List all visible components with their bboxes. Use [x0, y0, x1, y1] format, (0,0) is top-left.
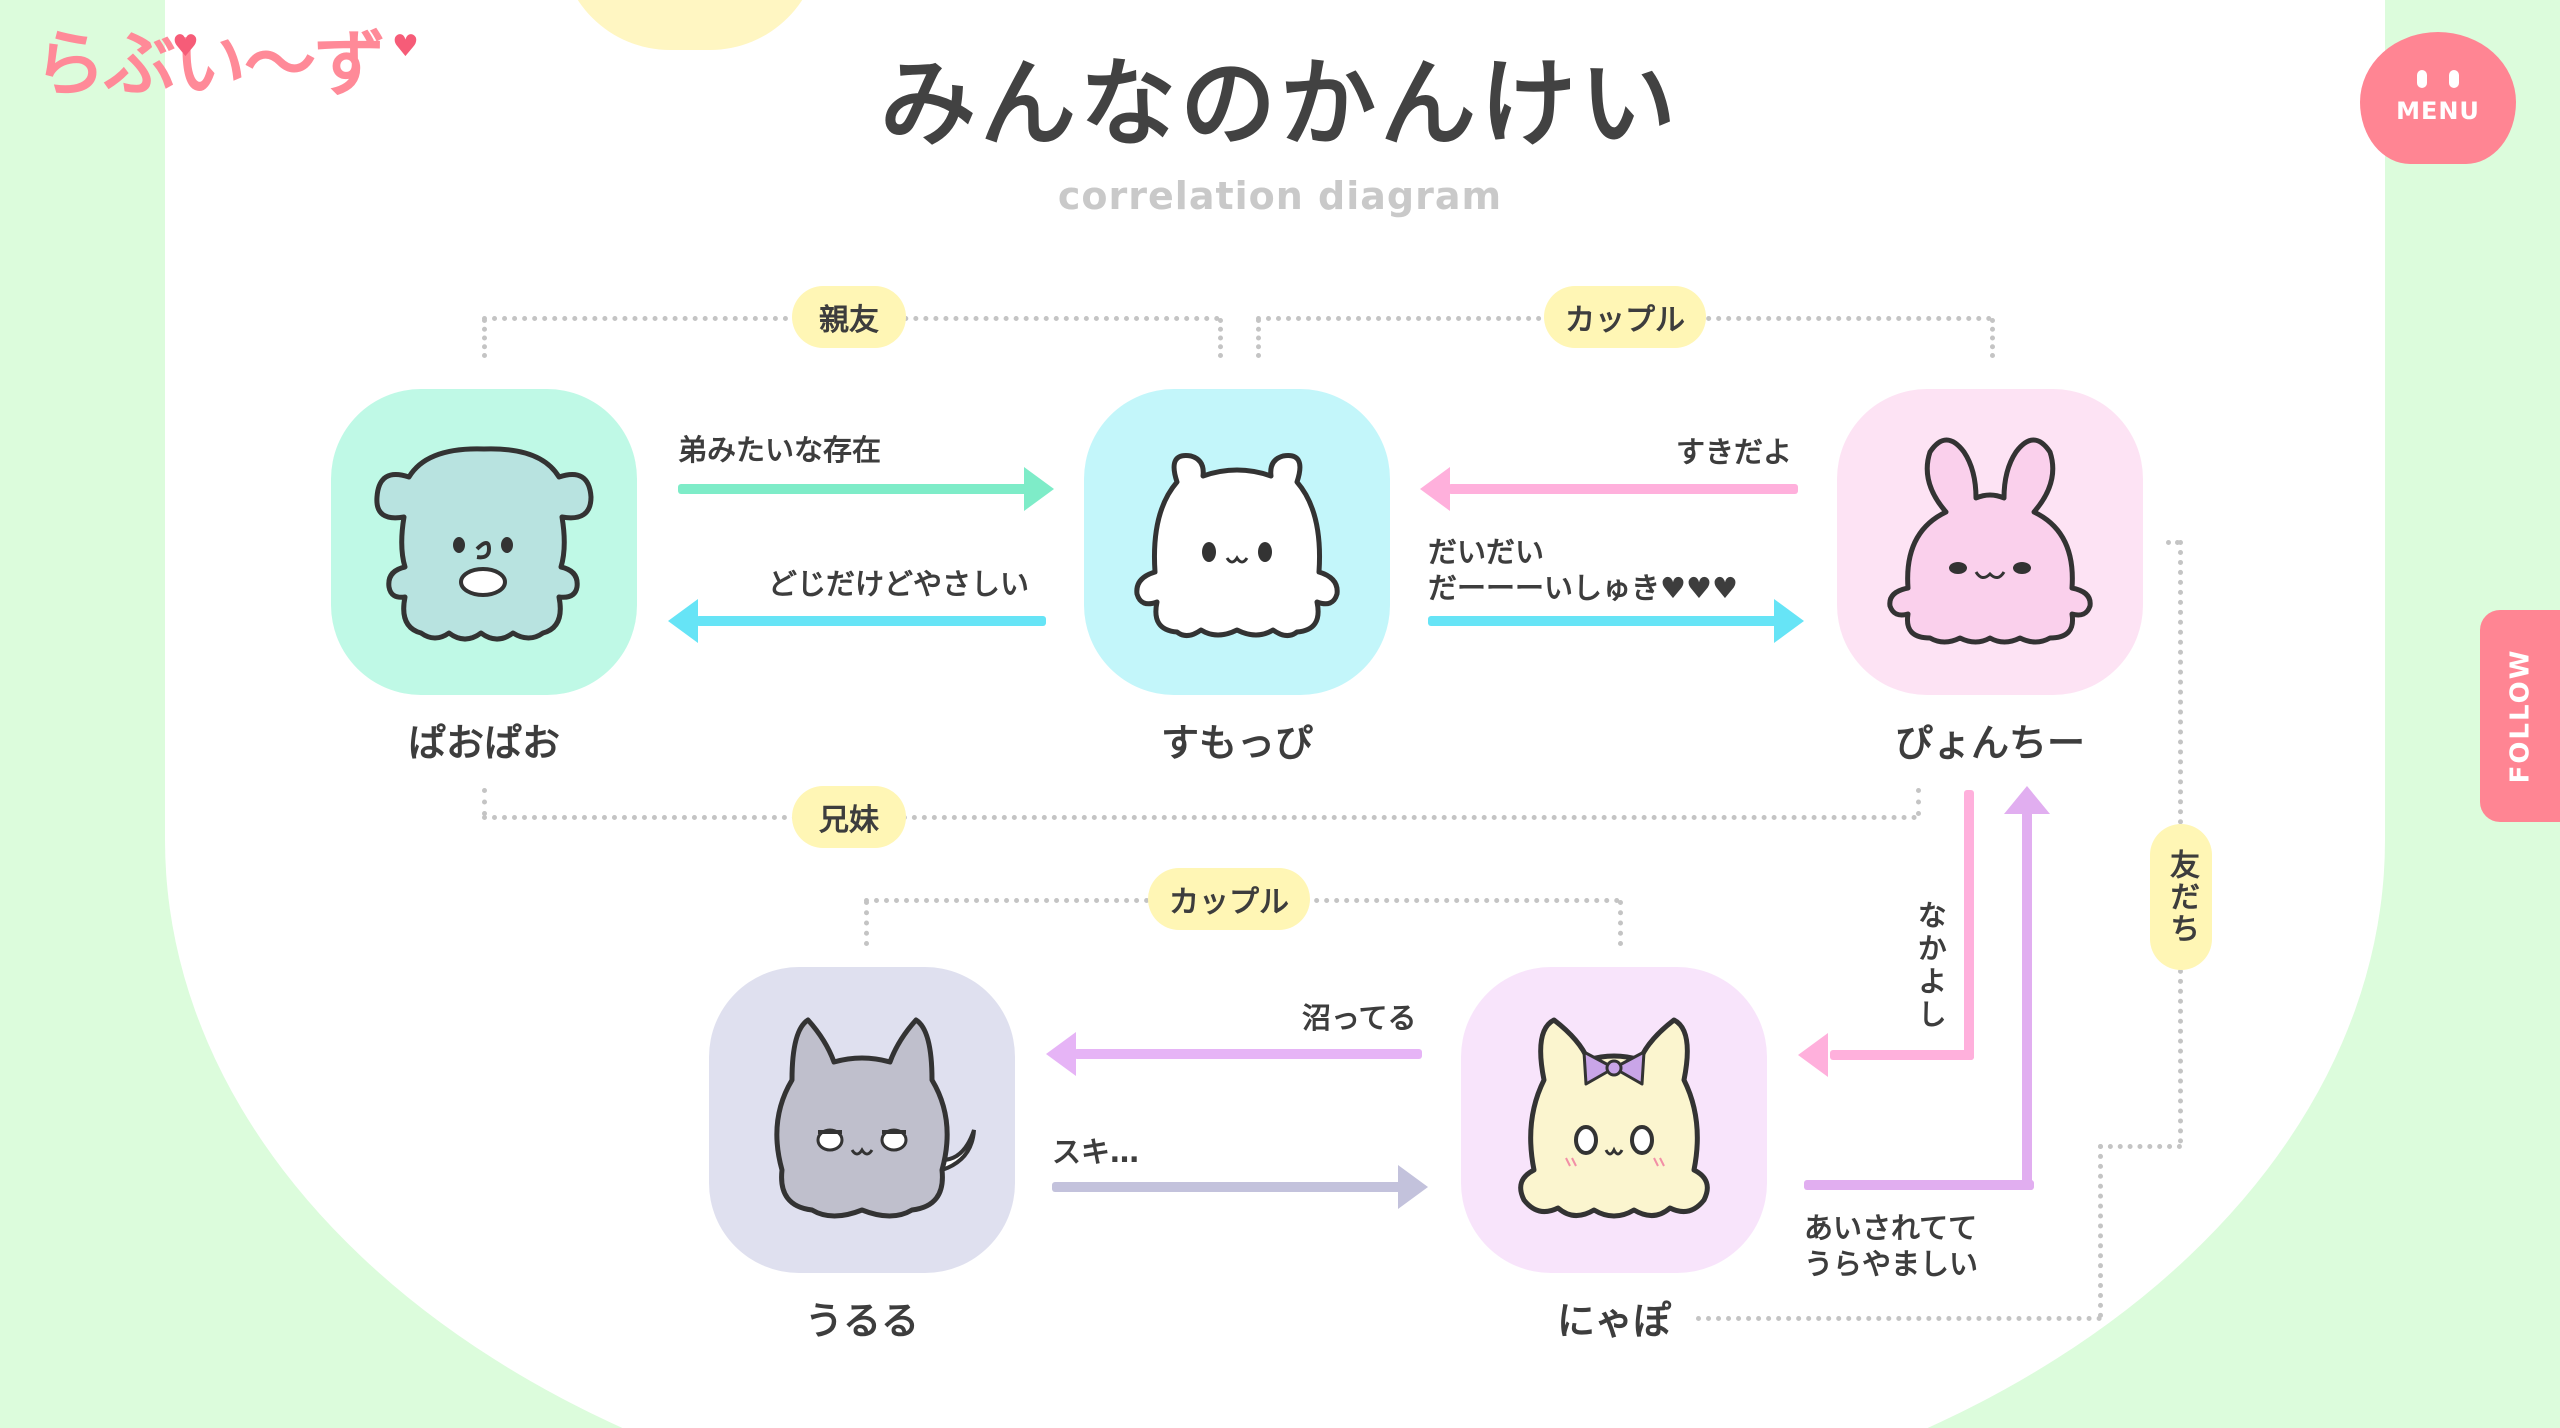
- arrow-pyonchi-to-nyapo: [1830, 1050, 1974, 1060]
- page-subtitle: correlation diagram: [1057, 174, 1503, 218]
- logo-text: らぶい〜ず: [34, 22, 386, 106]
- arrow-head-left-icon: [1046, 1032, 1076, 1076]
- character-name-pyonchi: ぴょんちー: [1894, 721, 2085, 765]
- menu-label: MENU: [2396, 97, 2480, 125]
- arrow-label-line: あいされてて: [1804, 1211, 1978, 1245]
- arrow-head-up-icon: [2004, 786, 2050, 814]
- character-card-pyonchi[interactable]: [1837, 389, 2143, 695]
- relationship-badge-couple: カップル: [1544, 286, 1706, 348]
- arrow-label: スキ…: [1052, 1135, 1140, 1169]
- arrow-label: 弟みたいな存在: [678, 433, 882, 467]
- arrow-pyonchi-to-sumoppi: [1448, 484, 1798, 494]
- site-logo[interactable]: らぶい〜ず ♥ ♥: [34, 28, 419, 100]
- connector-line: [2098, 1144, 2182, 1149]
- arrow-label-line: だいだい: [1428, 535, 1545, 569]
- relationship-badge-best-friends: 親友: [792, 286, 906, 348]
- menu-button[interactable]: MENU: [2360, 32, 2516, 164]
- character-name-ururu: うるる: [804, 1299, 919, 1343]
- connector-line: [2166, 540, 2180, 545]
- connector-line: [1990, 318, 1995, 358]
- connector-line: [482, 788, 487, 816]
- connector-line: [864, 900, 869, 946]
- arrow-nyapo-to-pyonchi: [2022, 810, 2032, 1190]
- follow-button[interactable]: FOLLOW: [2480, 610, 2560, 822]
- arrow-label: あいされてて うらやましい: [1804, 1210, 1978, 1283]
- connector-line: [2098, 1144, 2103, 1318]
- gray-cat-icon: [774, 1017, 976, 1219]
- character-card-paopao[interactable]: [331, 389, 637, 695]
- character-card-sumoppi[interactable]: [1084, 389, 1390, 695]
- arrow-label: なかよし: [1913, 900, 1948, 1032]
- connector-line: [1696, 1316, 2102, 1321]
- page-title: みんなのかんけい: [880, 48, 1680, 160]
- arrow-label: だいだい だーーーいしゅき♥♥♥: [1428, 534, 1738, 607]
- arrow-nyapo-to-pyonchi: [1804, 1180, 2034, 1190]
- elephant-icon: [374, 446, 594, 642]
- arrow-head-left-icon: [1798, 1033, 1828, 1077]
- character-name-nyapo: にゃぽ: [1556, 1299, 1671, 1343]
- arrow-pyonchi-to-nyapo: [1964, 790, 1974, 1060]
- arrow-sumoppi-to-pyonchi: [1428, 616, 1778, 626]
- arrow-head-left-icon: [668, 599, 698, 643]
- arrow-head-right-icon: [1774, 599, 1804, 643]
- character-card-ururu[interactable]: [709, 967, 1015, 1273]
- arrow-label: すきだよ: [1676, 435, 1793, 469]
- connector-line: [1916, 788, 1921, 816]
- arrow-label: どじだけどやさしい: [768, 567, 1030, 601]
- arrow-sumoppi-to-paopao: [696, 616, 1046, 626]
- arrow-head-left-icon: [1420, 467, 1450, 511]
- arrow-nyapo-to-ururu: [1074, 1049, 1422, 1059]
- connector-line: [482, 318, 487, 358]
- arrow-label-line: だーーーいしゅき♥♥♥: [1428, 571, 1738, 606]
- arrow-label: 沼ってる: [1302, 1001, 1417, 1035]
- character-card-nyapo[interactable]: [1461, 967, 1767, 1273]
- character-name-paopao: ぱおぱお: [407, 721, 560, 765]
- arrow-head-right-icon: [1398, 1165, 1428, 1209]
- arrow-ururu-to-nyapo: [1052, 1182, 1402, 1192]
- connector-line: [1256, 318, 1261, 358]
- relationship-badge-siblings: 兄妹: [792, 786, 906, 848]
- connector-line: [482, 815, 1918, 820]
- bear-icon: [1134, 453, 1340, 638]
- relationship-badge-friends: 友だち: [2150, 824, 2212, 970]
- menu-face-icon: [2417, 70, 2459, 88]
- arrow-label-line: うらやましい: [1804, 1247, 1979, 1282]
- arrow-paopao-to-sumoppi: [678, 484, 1028, 494]
- follow-label: FOLLOW: [2505, 648, 2536, 784]
- heart-icon: ♥: [392, 29, 419, 64]
- relationship-badge-couple: カップル: [1148, 868, 1310, 930]
- connector-line: [1218, 318, 1223, 358]
- arrow-head-right-icon: [1024, 467, 1054, 511]
- connector-line: [1618, 900, 1623, 946]
- heart-icon: ♥: [172, 29, 199, 64]
- character-name-sumoppi: すもっぴ: [1160, 721, 1313, 765]
- cream-cat-icon: [1518, 1017, 1710, 1219]
- rabbit-icon: [1887, 437, 2093, 645]
